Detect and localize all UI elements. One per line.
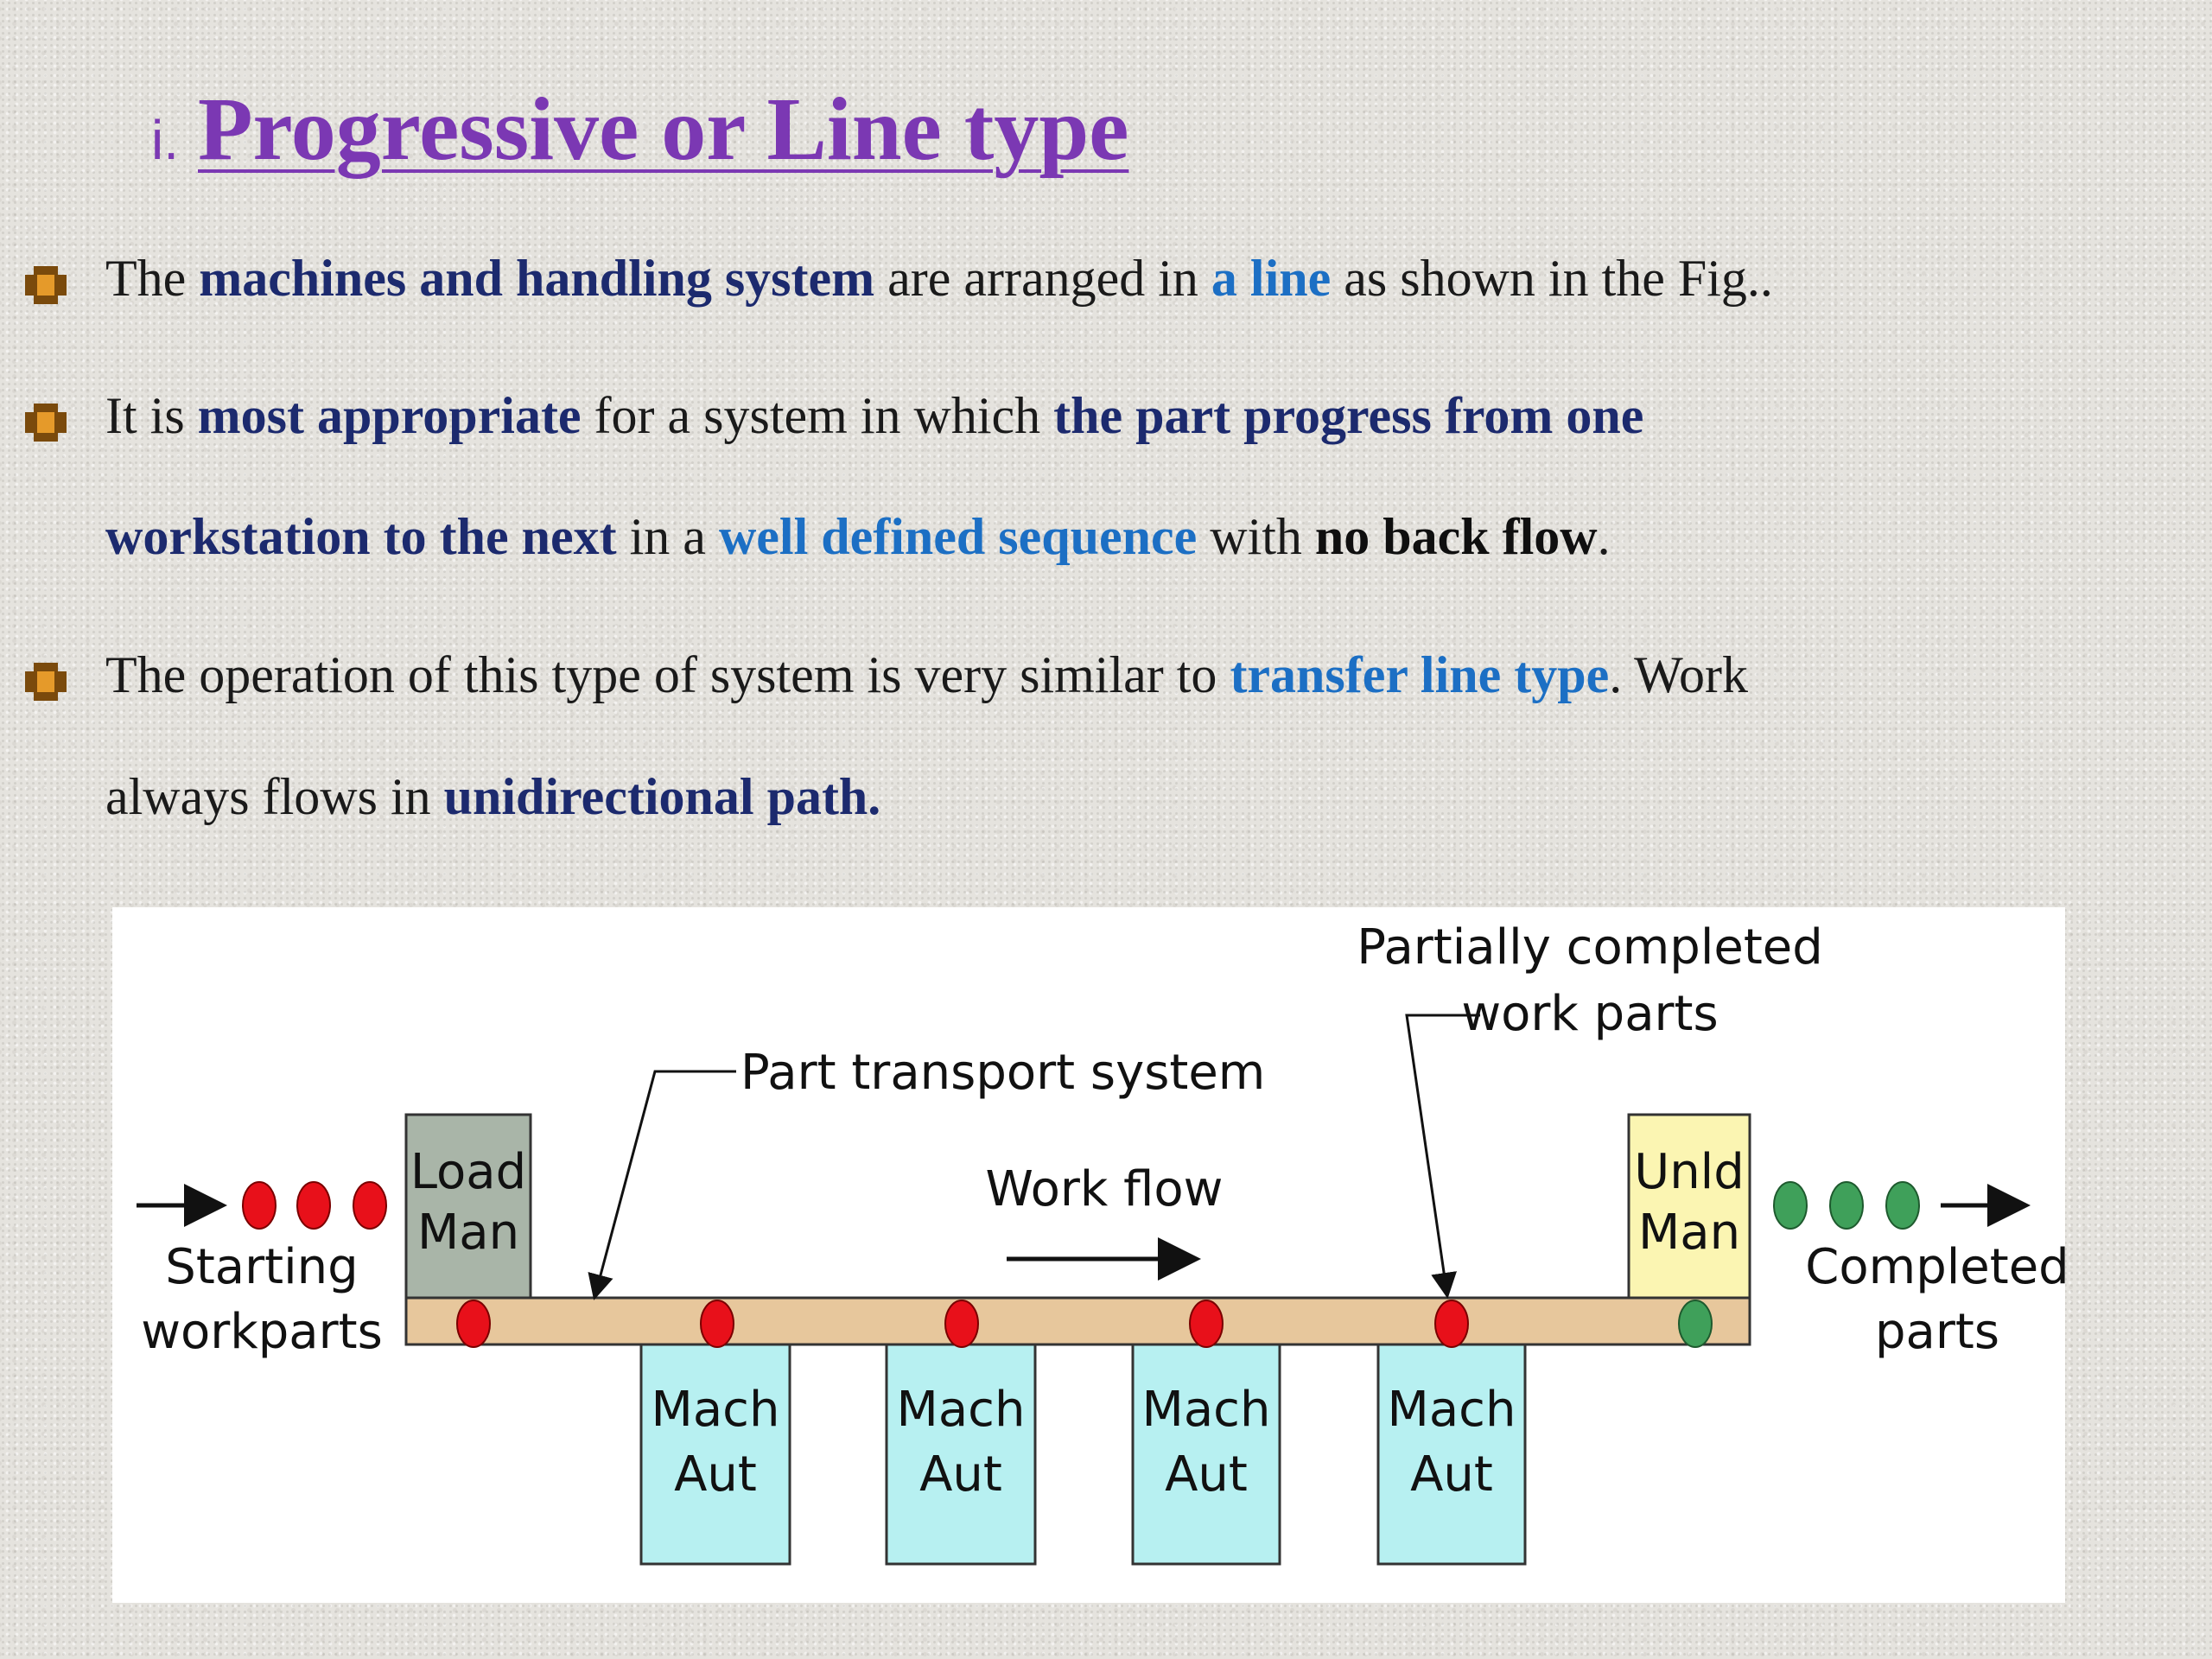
flow-line-diagram: Load Man Unld Man Mach Aut Mach Aut Mach… (112, 907, 2065, 1603)
finished-part (1678, 1300, 1713, 1348)
finished-part (1829, 1181, 1864, 1230)
text: with (1197, 508, 1315, 565)
slide-title: i. Progressive or Line type (151, 78, 1128, 181)
machine-station: Mach Aut (885, 1343, 1037, 1566)
starting-label-1: Starting (165, 1239, 358, 1295)
unfinished-part (944, 1300, 979, 1348)
text: always flows in (105, 768, 444, 825)
machine-label-1: Mach (1142, 1382, 1271, 1438)
text: . (1597, 508, 1611, 565)
workflow-label: Work flow (986, 1161, 1224, 1217)
text: It is (105, 387, 198, 444)
title-text: Progressive or Line type (198, 79, 1129, 179)
title-number: i. (151, 109, 179, 171)
finished-part (1773, 1181, 1808, 1230)
bullet-icon (25, 663, 67, 701)
bullet-3-line-1: The operation of this type of system is … (105, 645, 1748, 705)
text: for a system in which (581, 387, 1054, 444)
bullet-icon (25, 266, 67, 304)
text: as shown in the Fig.. (1331, 250, 1773, 307)
text: . Work (1609, 646, 1748, 703)
completed-label-2: parts (1875, 1304, 1999, 1360)
machine-label-1: Mach (1388, 1382, 1516, 1438)
emphasis-text: unidirectional path. (443, 768, 881, 825)
machine-label-2: Aut (919, 1446, 1002, 1503)
transport-leader-line (588, 1070, 736, 1300)
unfinished-part (296, 1181, 331, 1230)
machine-station: Mach Aut (639, 1343, 791, 1566)
machine-label-2: Aut (1410, 1446, 1493, 1503)
load-station-label-2: Man (417, 1205, 519, 1261)
load-station-label-1: Load (410, 1144, 526, 1200)
unload-station-label-2: Man (1638, 1205, 1740, 1261)
starting-label-2: workparts (141, 1304, 383, 1360)
text: The operation of this type of system is … (105, 646, 1230, 703)
completed-label-1: Completed (1805, 1239, 2065, 1295)
unfinished-part (456, 1300, 491, 1348)
text: The (105, 250, 200, 307)
diagram-canvas: Load Man Unld Man Mach Aut Mach Aut Mach… (137, 919, 2065, 1566)
bullet-2-line-1: It is most appropriate for a system in w… (105, 386, 1643, 446)
partial-label-2: work parts (1461, 986, 1718, 1042)
partial-leader-line (1405, 1014, 1480, 1299)
unfinished-part (700, 1300, 734, 1348)
machine-label-1: Mach (652, 1382, 780, 1438)
machine-station: Mach Aut (1131, 1343, 1281, 1566)
unload-station-label-1: Unld (1634, 1144, 1745, 1200)
machine-label-2: Aut (1165, 1446, 1248, 1503)
text: in a (616, 508, 719, 565)
emphasis-text: most appropriate (197, 387, 582, 444)
conveyor (404, 1296, 1751, 1346)
emphasis-text: transfer line type (1230, 646, 1610, 703)
transport-label: Part transport system (741, 1045, 1265, 1101)
machine-label-2: Aut (674, 1446, 757, 1503)
bullet-1-line-1: The machines and handling system are arr… (105, 249, 1773, 308)
bullet-icon (25, 404, 67, 442)
unfinished-part (1189, 1300, 1224, 1348)
bullet-2-line-2: workstation to the next in a well define… (105, 507, 1611, 567)
partial-label-1: Partially completed (1357, 919, 1823, 976)
unfinished-part (1434, 1300, 1469, 1348)
bullet-3-line-2: always flows in unidirectional path. (105, 767, 880, 827)
emphasis-text: machines and handling system (199, 250, 875, 307)
emphasis-text: no back flow (1314, 508, 1598, 565)
finished-part (1885, 1181, 1920, 1230)
emphasis-text: the part progress from one (1053, 387, 1644, 444)
text: are arranged in (874, 250, 1211, 307)
machine-label-1: Mach (897, 1382, 1026, 1438)
emphasis-text: a line (1211, 250, 1332, 307)
unfinished-part (353, 1181, 387, 1230)
machine-station: Mach Aut (1376, 1343, 1527, 1566)
unload-station (1627, 1113, 1751, 1300)
load-station (404, 1113, 532, 1300)
emphasis-text: workstation to the next (105, 508, 617, 565)
unfinished-part (242, 1181, 276, 1230)
emphasis-text: well defined sequence (718, 508, 1198, 565)
